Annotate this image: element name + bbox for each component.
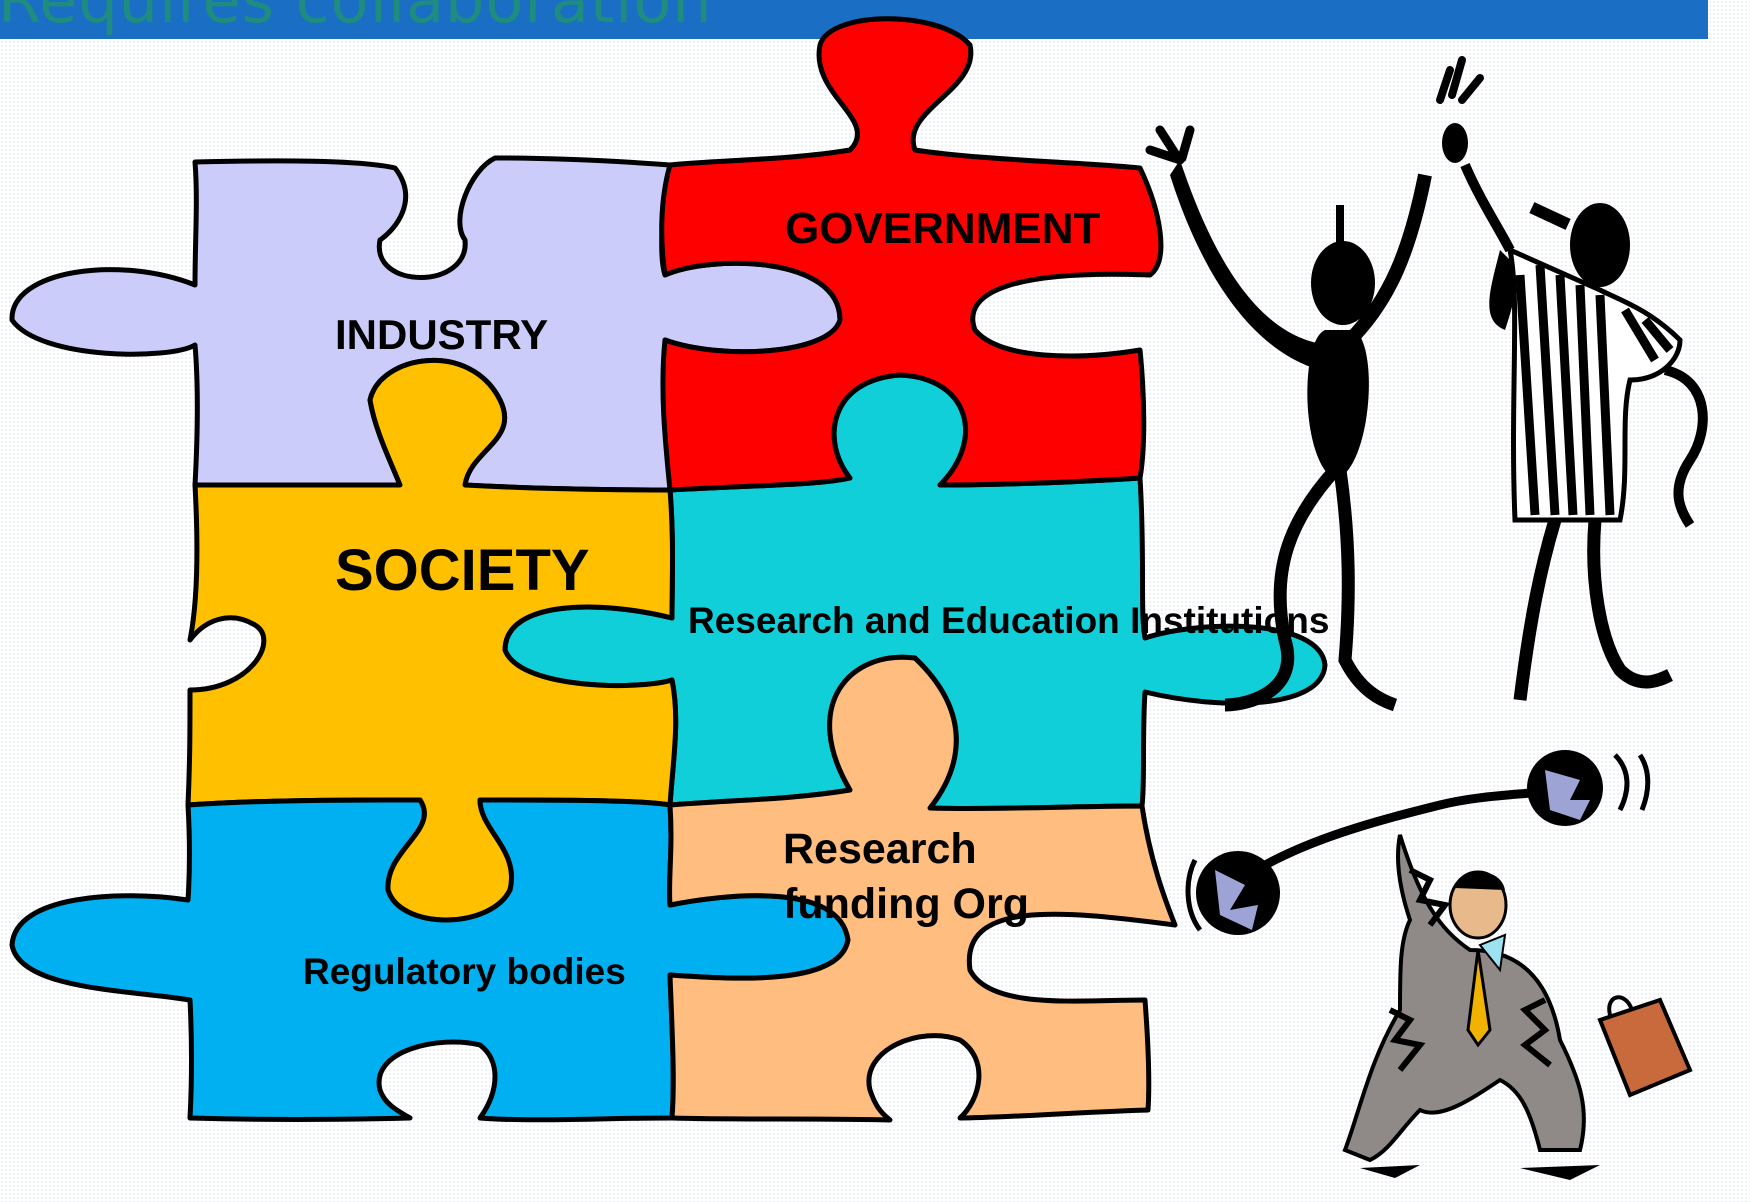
label-government: GOVERNMENT: [785, 204, 1100, 253]
high-five-figures-icon: [1145, 56, 1708, 712]
weightlifting-businessman-icon: [1185, 750, 1693, 1180]
label-regulatory: Regulatory bodies: [303, 951, 626, 992]
label-society: SOCIETY: [335, 538, 590, 603]
label-funding-line1: Research: [783, 825, 977, 873]
puzzle-piece-society: [185, 357, 679, 923]
label-research: Research and Education Institutions: [688, 600, 1329, 641]
puzzle-piece-funding: [667, 654, 1178, 1123]
slide-title: Requires collaboration: [0, 0, 713, 37]
label-funding-line2: funding Org: [783, 880, 1029, 928]
puzzle-piece-government: [659, 16, 1164, 493]
label-industry: INDUSTRY: [335, 311, 548, 358]
